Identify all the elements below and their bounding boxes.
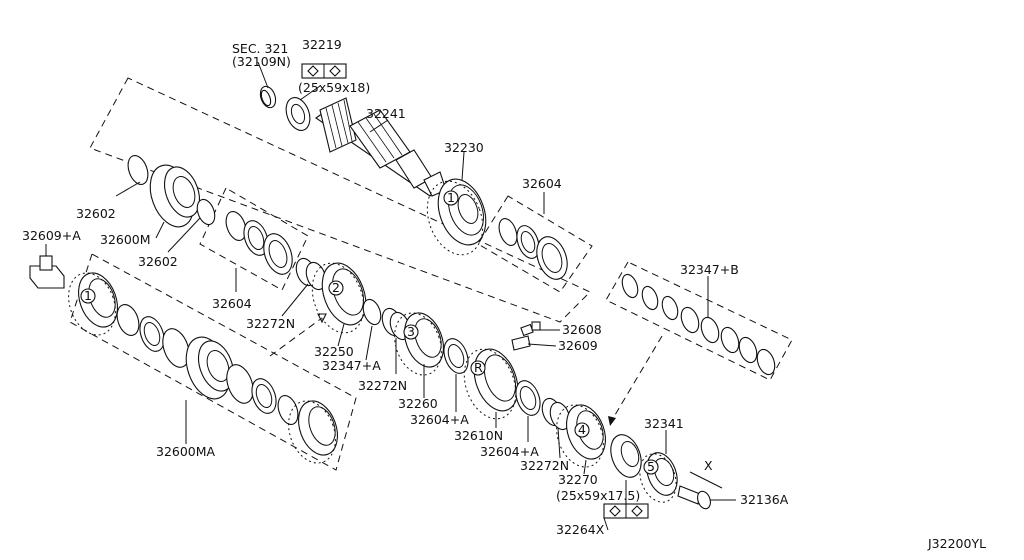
synchro-hub-32600m xyxy=(127,155,216,228)
label-32241: 32241 xyxy=(366,106,406,121)
label-32230: 32230 xyxy=(444,140,484,155)
main-shaft-32241 xyxy=(315,97,447,197)
leader-sec321 xyxy=(257,61,269,89)
label-32272n-c: 32272N xyxy=(520,458,569,473)
frame-32600ma xyxy=(69,253,357,471)
svg-text:3: 3 xyxy=(407,324,415,339)
leader-32250 xyxy=(337,323,345,347)
label-dim-25x59x175: (25x59x17.5) xyxy=(556,488,640,503)
label-32270: 32270 xyxy=(558,472,598,487)
label-32109n: (32109N) xyxy=(232,54,291,69)
leader-dash-b xyxy=(611,335,663,421)
label-32250: 32250 xyxy=(314,344,354,359)
synchro-assembly-32600ma xyxy=(68,272,338,464)
label-32609a: 32609+A xyxy=(22,228,81,243)
label-x-dimension: X xyxy=(704,458,713,473)
arrow-b xyxy=(608,416,616,426)
clip-32608 xyxy=(520,321,541,337)
bearing-32219 xyxy=(285,97,311,131)
synchro-set-32604-top xyxy=(498,218,568,280)
shim-32347a xyxy=(362,298,382,326)
gear-mark-4 xyxy=(574,422,590,438)
leader-32270 xyxy=(583,459,587,475)
svg-text:4: 4 xyxy=(578,422,586,437)
needle-bearing-32272n-a xyxy=(295,257,327,291)
label-32272n-a: 32272N xyxy=(246,316,295,331)
label-32602-a: 32602 xyxy=(76,206,116,221)
clip-32609a xyxy=(29,255,65,289)
label-32219: 32219 xyxy=(302,37,342,52)
gear-mark-text: 1 xyxy=(447,190,455,205)
svg-text:R: R xyxy=(474,360,483,375)
x-dimension-line xyxy=(689,471,723,489)
gear-mark-2 xyxy=(328,280,344,296)
label-32608: 32608 xyxy=(562,322,602,337)
leader-32600m xyxy=(155,221,165,239)
leader-32230 xyxy=(461,151,465,181)
frame-32347b xyxy=(605,261,793,381)
shim-set-32347b xyxy=(621,273,776,376)
leader-32219 xyxy=(299,85,321,101)
label-32604a-b: 32604+A xyxy=(480,444,539,459)
label-32136a: 32136A xyxy=(740,492,789,507)
label-32347b: 32347+B xyxy=(680,262,739,277)
label-32600ma: 32600MA xyxy=(156,444,216,459)
gear-mark-3 xyxy=(403,324,419,340)
label-32341: 32341 xyxy=(644,416,684,431)
label-32604a-a: 32604+A xyxy=(410,412,469,427)
leader-32602-a xyxy=(115,181,141,197)
bearing-symbol-32264x xyxy=(603,503,649,519)
gear-mark-1-top xyxy=(443,190,459,206)
svg-text:5: 5 xyxy=(647,459,655,474)
leader-32264x-box xyxy=(603,517,609,531)
frame-32604-mid xyxy=(199,187,309,291)
label-dim-25x59x18: (25x59x18) xyxy=(298,80,370,95)
leader-32241 xyxy=(369,119,389,133)
svg-text:1: 1 xyxy=(84,288,92,303)
label-32604-top: 32604 xyxy=(522,176,562,191)
leader-32272n-c xyxy=(557,427,561,459)
svg-text:2: 2 xyxy=(332,280,340,295)
bearing-symbol-32219 xyxy=(301,63,347,79)
bolt-32136a xyxy=(677,485,711,510)
synchro-set-32604-mid xyxy=(225,211,293,275)
label-32610n: 32610N xyxy=(454,428,503,443)
label-sec321: SEC. 321 xyxy=(232,41,288,56)
label-32600m: 32600M xyxy=(100,232,151,247)
label-32602-b: 32602 xyxy=(138,254,178,269)
diagram-code: J32200YL xyxy=(927,536,986,551)
leader-32347a xyxy=(365,325,373,361)
frame-32604-top xyxy=(477,195,593,293)
bearing-32264x xyxy=(610,434,642,478)
leader-32602-b xyxy=(167,217,201,253)
gear-mark-1-lower xyxy=(80,288,96,304)
label-32260: 32260 xyxy=(398,396,438,411)
label-32347a: 32347+A xyxy=(322,358,381,373)
reverse-hub-32610n xyxy=(463,348,519,420)
ring-32604a-b xyxy=(515,380,541,416)
ring-32604a-a xyxy=(443,338,469,374)
frame-upper xyxy=(89,77,591,323)
leader-32609 xyxy=(527,343,557,347)
gear-32250 xyxy=(311,262,367,334)
gear-mark-R xyxy=(470,360,486,376)
label-32604-mid: 32604 xyxy=(212,296,252,311)
label-32272n-b: 32272N xyxy=(358,378,407,393)
label-32264x: 32264X xyxy=(556,522,605,537)
gear-mark-5 xyxy=(643,459,659,475)
clip-32609 xyxy=(511,335,531,351)
label-32609: 32609 xyxy=(558,338,598,353)
leader-32272n-a xyxy=(281,283,309,317)
leader-dash-a xyxy=(269,317,323,357)
